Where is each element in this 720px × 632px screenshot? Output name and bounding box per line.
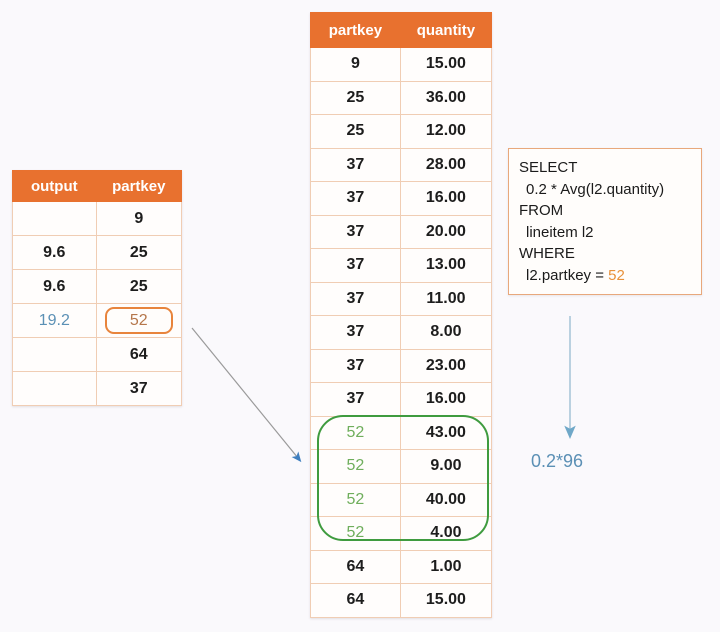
partkey-cell: 37 — [310, 214, 401, 249]
partkey-cell: 37 — [310, 281, 401, 316]
partkey-cell: 37 — [310, 147, 401, 182]
quantity-cell: 23.00 — [399, 348, 493, 383]
partkey-cell: 25 — [310, 114, 401, 149]
quantity-cell-matched: 43.00 — [399, 415, 493, 450]
quantity-cell: 13.00 — [399, 248, 493, 283]
table-row: 37 13.00 — [310, 248, 493, 283]
output-table: output partkey 9 9.6 25 9.6 25 19.2 52 — [12, 170, 183, 406]
sql-line-select: SELECT — [519, 159, 578, 176]
quantity-cell: 16.00 — [399, 382, 493, 417]
result-expression-label: 0.2*96 — [531, 451, 584, 471]
output-cell: 9.6 — [12, 269, 97, 304]
partkey-cell: 64 — [310, 549, 401, 584]
sql-line-from: FROM — [519, 202, 564, 219]
quantity-cell: 1.00 — [399, 549, 493, 584]
partkey-cell-matched: 52 — [310, 482, 401, 517]
partkey-cell: 37 — [310, 348, 401, 383]
table-row: 25 12.00 — [310, 114, 493, 149]
table-row: 9.6 25 — [12, 235, 183, 270]
partkey-cell: 25 — [310, 80, 401, 115]
output-cell — [12, 337, 97, 372]
partkey-cell-matched: 52 — [310, 449, 401, 484]
table-row: 37 28.00 — [310, 147, 493, 182]
partkey-cell: 25 — [95, 269, 183, 304]
quantity-cell: 8.00 — [399, 315, 493, 350]
sql-line-table: lineitem l2 — [526, 223, 594, 241]
partkey-cell: 37 — [310, 181, 401, 216]
table-row: 37 23.00 — [310, 348, 493, 383]
output-cell: 9.6 — [12, 235, 97, 270]
table-row: 37 8.00 — [310, 315, 493, 350]
lineitem-table-header-row: partkey quantity — [310, 12, 493, 48]
partkey-cell: 64 — [310, 583, 401, 618]
table-row: 37 16.00 — [310, 181, 493, 216]
lineitem-table: partkey quantity 9 15.00 25 36.00 25 12.… — [310, 12, 493, 618]
output-cell — [12, 371, 97, 406]
table-row: 25 36.00 — [310, 80, 493, 115]
quantity-cell: 16.00 — [399, 181, 493, 216]
quantity-cell: 20.00 — [399, 214, 493, 249]
output-table-header-row: output partkey — [12, 170, 183, 202]
flow-arrow-to-lineitem — [191, 327, 302, 463]
table-row: 37 20.00 — [310, 214, 493, 249]
table-row-matched: 52 9.00 — [310, 449, 493, 484]
table-row-matched: 52 4.00 — [310, 516, 493, 551]
lineitem-table-header-partkey: partkey — [310, 12, 401, 48]
output-table-header-output: output — [12, 170, 97, 202]
sql-line-predicate: l2.partkey = 52 — [519, 265, 693, 287]
partkey-cell: 37 — [310, 315, 401, 350]
quantity-cell-matched: 40.00 — [399, 482, 493, 517]
partkey-cell: 37 — [310, 248, 401, 283]
sql-query-box: SELECT 0.2 * Avg(l2.quantity) FROM linei… — [508, 148, 702, 295]
partkey-cell: 9 — [310, 47, 401, 82]
quantity-cell: 12.00 — [399, 114, 493, 149]
output-cell-result: 19.2 — [12, 303, 97, 338]
lineitem-table-header-quantity: quantity — [399, 12, 493, 48]
partkey-cell-matched: 52 — [310, 516, 401, 551]
output-cell — [12, 201, 97, 236]
quantity-cell: 36.00 — [399, 80, 493, 115]
table-row: 9 15.00 — [310, 47, 493, 82]
partkey-cell: 25 — [95, 235, 183, 270]
partkey-cell: 37 — [95, 371, 183, 406]
selected-partkey-pill: 52 — [104, 307, 173, 334]
partkey-cell: 64 — [95, 337, 183, 372]
table-row: 37 16.00 — [310, 382, 493, 417]
quantity-cell: 15.00 — [399, 47, 493, 82]
partkey-cell-matched: 52 — [310, 415, 401, 450]
quantity-cell-matched: 4.00 — [399, 516, 493, 551]
quantity-cell-matched: 9.00 — [399, 449, 493, 484]
table-row: 64 15.00 — [310, 583, 493, 618]
quantity-cell: 28.00 — [399, 147, 493, 182]
table-row: 64 1.00 — [310, 549, 493, 584]
table-row: 9.6 25 — [12, 269, 183, 304]
partkey-cell: 9 — [95, 201, 183, 236]
quantity-cell: 11.00 — [399, 281, 493, 316]
table-row-matched: 52 43.00 — [310, 415, 493, 450]
partkey-cell-selected[interactable]: 52 — [95, 303, 183, 338]
table-row: 37 11.00 — [310, 281, 493, 316]
partkey-cell: 37 — [310, 382, 401, 417]
output-table-header-partkey: partkey — [95, 170, 183, 202]
quantity-cell: 15.00 — [399, 583, 493, 618]
sql-line-projection: 0.2 * Avg(l2.quantity) — [526, 180, 665, 198]
table-row-matched: 52 40.00 — [310, 482, 493, 517]
table-row: 64 — [12, 337, 183, 372]
table-row: 37 — [12, 371, 183, 406]
table-row-highlighted: 19.2 52 — [12, 303, 183, 338]
sql-predicate-text: l2.partkey = — [526, 266, 609, 284]
sql-line-where: WHERE — [519, 245, 575, 262]
sql-predicate-value: 52 — [608, 266, 625, 284]
table-row: 9 — [12, 201, 183, 236]
